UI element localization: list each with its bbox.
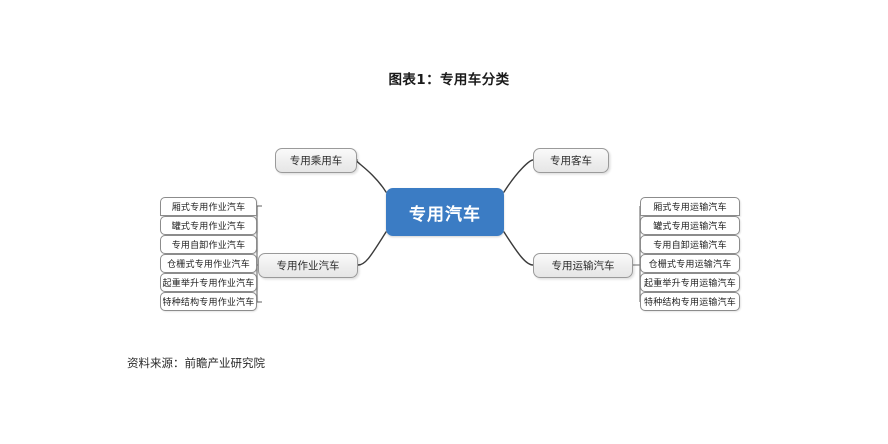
branch-node-passenger-label: 专用乘用车	[289, 155, 343, 167]
page-title-text: 图表1：专用车分类	[388, 72, 510, 88]
leaf-work-1[interactable]: 厢式专用作业汽车	[160, 197, 257, 216]
leaf-transport-1[interactable]: 厢式专用运输汽车	[640, 197, 740, 216]
branch-node-work[interactable]: 专用作业汽车	[258, 253, 358, 278]
branch-node-passenger[interactable]: 专用乘用车	[275, 148, 357, 173]
branch-node-bus-label: 专用客车	[550, 155, 592, 167]
leaf-work-5[interactable]: 起重举升专用作业汽车	[160, 273, 257, 292]
leaf-transport-2[interactable]: 罐式专用运输汽车	[640, 216, 740, 235]
leaf-transport-3-label: 专用自卸运输汽车	[653, 241, 727, 251]
leaf-transport-5-label: 起重举升专用运输汽车	[644, 279, 737, 289]
leaf-transport-4-label: 仓栅式专用运输汽车	[648, 260, 732, 270]
leaf-transport-1-label: 厢式专用运输汽车	[653, 203, 727, 213]
leaf-work-3[interactable]: 专用自卸作业汽车	[160, 235, 257, 254]
leaf-work-3-label: 专用自卸作业汽车	[171, 241, 246, 251]
leaf-work-4[interactable]: 仓栅式专用作业汽车	[160, 254, 257, 273]
branch-node-transport-label: 专用运输汽车	[551, 260, 615, 272]
leaf-transport-2-label: 罐式专用运输汽车	[653, 222, 727, 232]
leaf-work-6[interactable]: 特种结构专用作业汽车	[160, 292, 257, 311]
leaf-work-4-label: 仓栅式专用作业汽车	[167, 260, 250, 270]
leaf-transport-4[interactable]: 仓栅式专用运输汽车	[640, 254, 740, 273]
branch-node-bus[interactable]: 专用客车	[533, 148, 609, 173]
branch-node-transport[interactable]: 专用运输汽车	[533, 253, 633, 278]
leaf-work-5-label: 起重举升专用作业汽车	[162, 279, 255, 289]
leaf-work-2[interactable]: 罐式专用作业汽车	[160, 216, 257, 235]
source-note: 资料来源：前瞻产业研究院	[127, 356, 265, 370]
leaf-work-6-label: 特种结构专用作业汽车	[162, 298, 255, 308]
leaf-transport-6[interactable]: 特种结构专用运输汽车	[640, 292, 740, 311]
page-title: 图表1：专用车分类	[0, 68, 888, 88]
branch-node-work-label: 专用作业汽车	[276, 260, 340, 272]
leaf-transport-6-label: 特种结构专用运输汽车	[644, 298, 737, 308]
leaf-transport-3[interactable]: 专用自卸运输汽车	[640, 235, 740, 254]
leaf-transport-5[interactable]: 起重举升专用运输汽车	[640, 273, 740, 292]
root-node[interactable]: 专用汽车	[386, 188, 504, 236]
leaf-work-2-label: 罐式专用作业汽车	[171, 222, 246, 232]
root-node-label: 专用汽车	[409, 204, 481, 225]
leaf-work-1-label: 厢式专用作业汽车	[171, 203, 246, 213]
